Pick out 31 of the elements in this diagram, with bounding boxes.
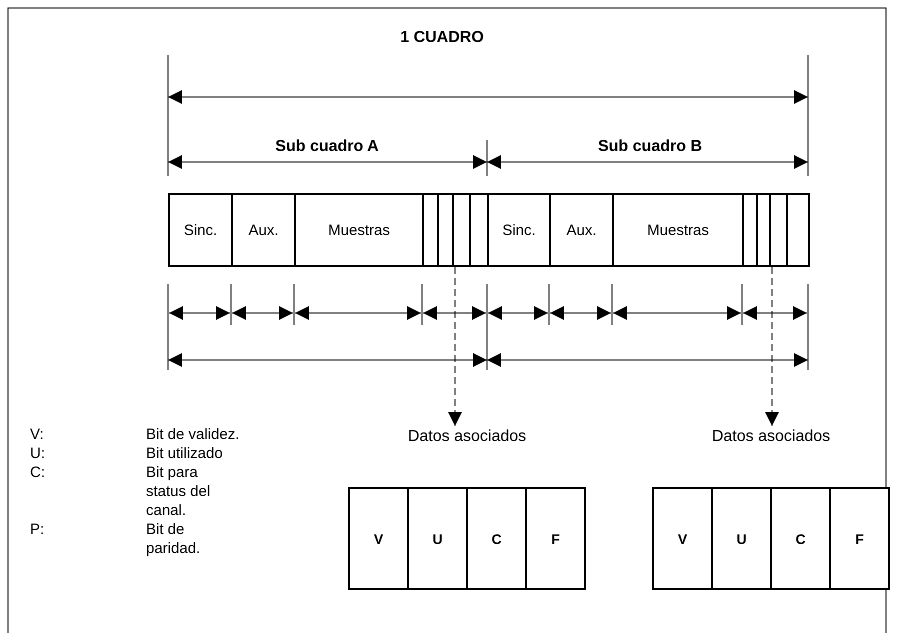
- bit-field: C: [466, 489, 525, 588]
- bit-field: F: [829, 489, 888, 588]
- subframe-title: Sub cuadro A: [274, 137, 380, 156]
- dashed-arrow: [765, 266, 779, 426]
- frame-segment: Muestras: [294, 193, 424, 267]
- legend-text: Bit de validez.: [146, 425, 240, 444]
- bit-field: U: [407, 489, 466, 588]
- bit-field: F: [525, 489, 584, 588]
- legend-key: C:: [30, 463, 70, 482]
- bit-slot: [786, 193, 810, 267]
- bit-field: C: [770, 489, 829, 588]
- legend-text: Bit de paridad.: [146, 520, 202, 558]
- frame-segment: Aux.: [231, 193, 296, 267]
- frame-segment: Sinc.: [487, 193, 551, 267]
- legend-key: P:: [30, 520, 70, 539]
- block-heading: Datos asociados: [710, 428, 832, 446]
- bit-field: U: [711, 489, 770, 588]
- legend-text: Bit utilizado: [146, 444, 224, 463]
- block-heading: Datos asociados: [406, 428, 528, 446]
- dashed-arrow: [448, 266, 462, 426]
- legend-key: V:: [30, 425, 70, 444]
- bit-slot: [469, 193, 489, 267]
- frame-segment: Muestras: [612, 193, 744, 267]
- frame-segment: Aux.: [549, 193, 614, 267]
- bit-field: V: [350, 489, 407, 588]
- legend-key: U:: [30, 444, 70, 463]
- frame-segment: Sinc.: [168, 193, 233, 267]
- legend-text: Bit para status del canal.: [146, 463, 212, 520]
- subframe-title: Sub cuadro B: [596, 137, 703, 156]
- bit-field: V: [654, 489, 711, 588]
- frame-title: 1 CUADRO: [399, 28, 485, 47]
